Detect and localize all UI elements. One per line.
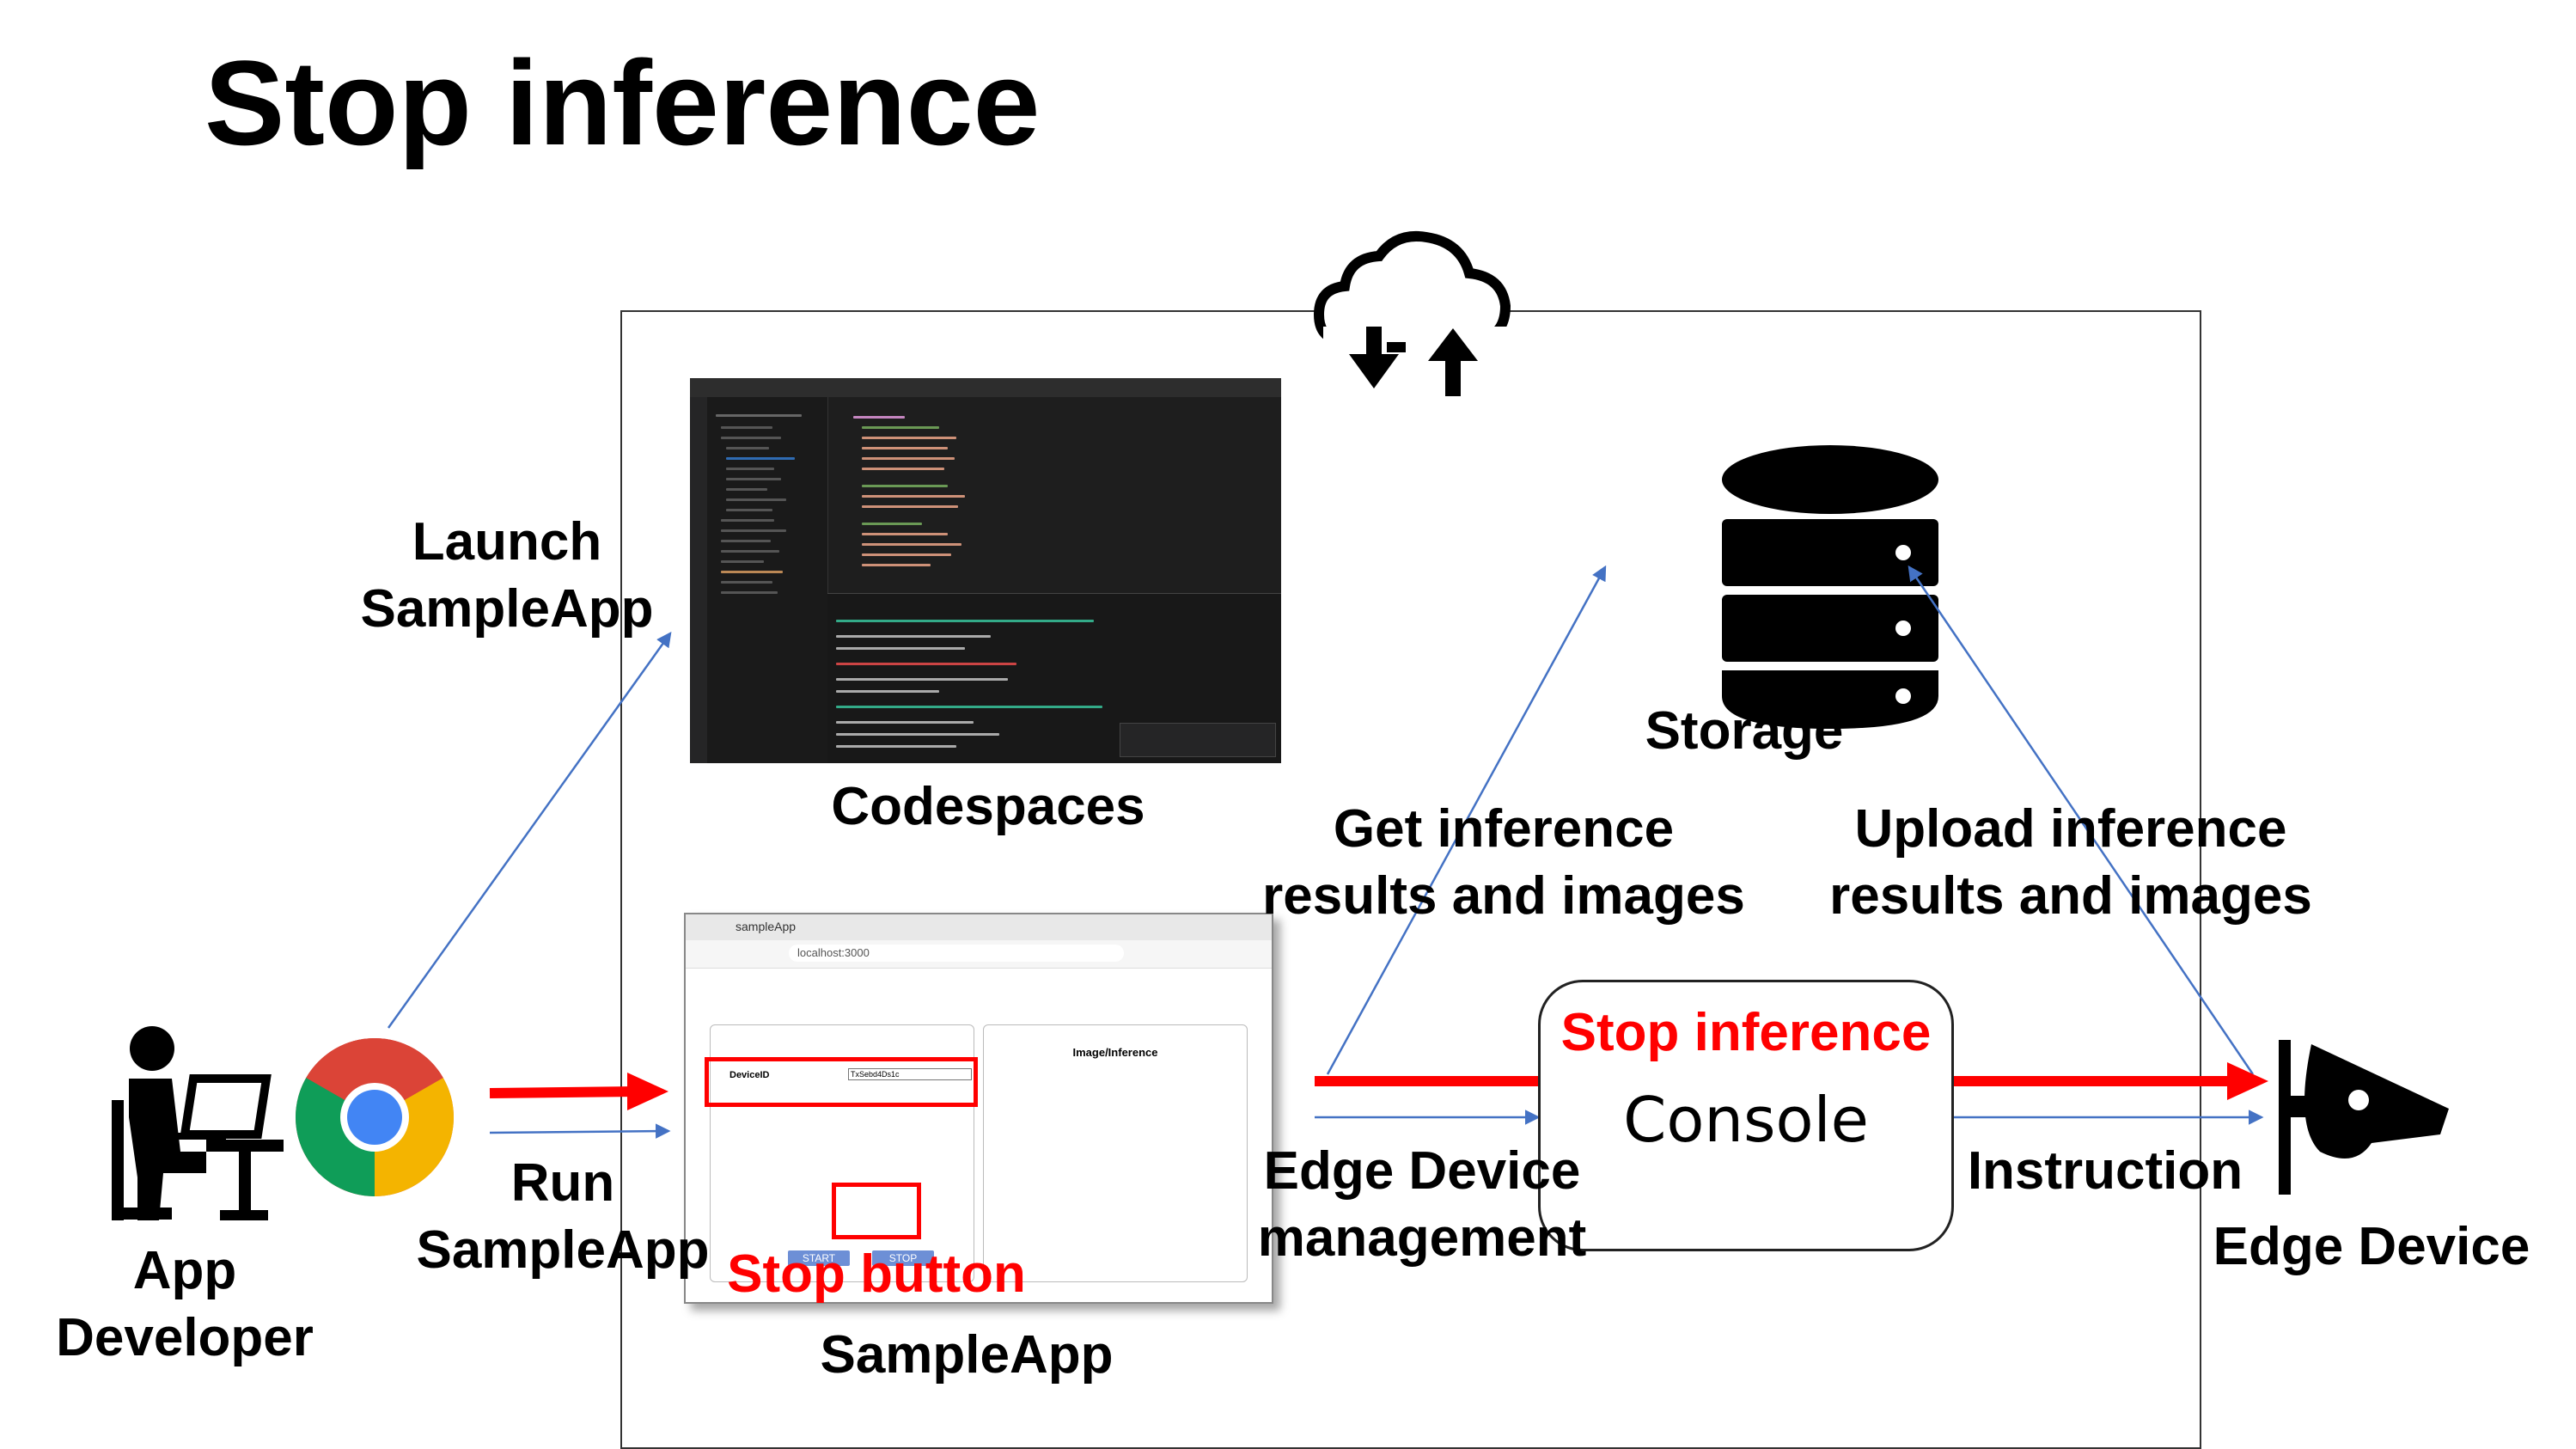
stop-button-highlight: [832, 1183, 921, 1239]
page-title: Stop inference: [204, 35, 1041, 170]
device-panel: DeviceID TxSebd4Ds1c START STOP: [710, 1024, 974, 1282]
sampleapp-label: SampleApp: [820, 1325, 1114, 1385]
chrome-logo-icon: [295, 1037, 455, 1196]
stop-inference-label: Stop inference: [1560, 1003, 1932, 1062]
device-id-highlight: [705, 1057, 978, 1107]
start-button: START: [788, 1250, 850, 1266]
storage-label: Storage: [1645, 701, 1844, 761]
device-id-select: TxSebd4Ds1c: [848, 1068, 972, 1080]
sampleapp-browser-window: sampleApp localhost:3000 DeviceID TxSebd…: [684, 913, 1273, 1304]
console-box: Stop inference Console: [1538, 980, 1954, 1251]
instruction-label: Instruction: [1967, 1141, 2243, 1201]
codespaces-screenshot: [690, 378, 1281, 763]
console-label: Console: [1623, 1084, 1869, 1156]
image-inference-title: Image/Inference: [1072, 1046, 1158, 1059]
codespaces-label: Codespaces: [831, 777, 1145, 836]
stop-button-label: Stop button: [727, 1244, 1026, 1304]
edge-device-label: Edge Device: [2213, 1217, 2530, 1276]
image-inference-panel: Image/Inference: [983, 1024, 1248, 1282]
device-id-label: DeviceID: [729, 1070, 770, 1080]
database-icon: [1722, 445, 1938, 729]
browser-tab-title: sampleApp: [736, 920, 797, 933]
stop-button: STOP: [872, 1250, 934, 1266]
security-camera-icon: [2279, 1040, 2449, 1195]
cloud-upload-download-icon: [1313, 231, 1511, 396]
developer-at-desk-icon: [112, 1026, 284, 1220]
browser-address-bar: localhost:3000: [789, 945, 1124, 962]
